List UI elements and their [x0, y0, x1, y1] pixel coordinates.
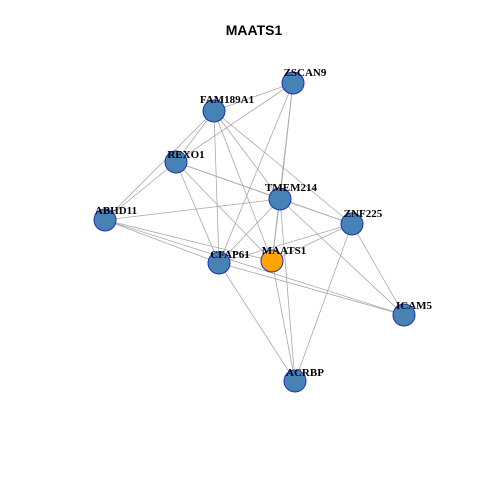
edge-znf225-acrbp — [294, 223, 353, 382]
node-label-rexo1: REXO1 — [167, 149, 204, 161]
node-label-zscan9: ZSCAN9 — [284, 67, 327, 79]
node-label-cfap61: CFAP61 — [210, 249, 250, 261]
edge-abhd11-tmem214 — [104, 198, 281, 221]
node-rexo1: REXO1 — [164, 149, 205, 174]
node-circle-tmem214 — [268, 187, 292, 211]
node-circle-zscan9 — [281, 71, 305, 95]
node-label-icam5: ICAM5 — [396, 300, 433, 312]
graph-title: MAATS1 — [226, 22, 283, 38]
edge-znf225-cfap61 — [218, 223, 353, 264]
edge-zscan9-rexo1 — [175, 82, 294, 163]
edge-rexo1-maats1 — [175, 161, 273, 262]
edge-fam189a1-abhd11 — [104, 110, 215, 221]
edge-fam189a1-cfap61 — [213, 110, 220, 264]
node-acrbp: ACRBP — [283, 367, 324, 393]
edge-abhd11-icam5 — [104, 219, 405, 316]
edge-zscan9-cfap61 — [218, 82, 294, 264]
node-cfap61: CFAP61 — [207, 249, 250, 275]
edge-abhd11-cfap61 — [104, 219, 220, 264]
node-circle-cfap61 — [207, 251, 231, 275]
edge-abhd11-maats1 — [104, 219, 273, 262]
edge-tmem214-cfap61 — [218, 198, 281, 264]
edge-tmem214-znf225 — [279, 198, 353, 225]
node-znf225: ZNF225 — [340, 208, 383, 236]
node-circle-icam5 — [392, 303, 416, 327]
node-label-fam189a1: FAM189A1 — [200, 94, 254, 106]
node-label-acrbp: ACRBP — [286, 367, 324, 379]
node-label-tmem214: TMEM214 — [265, 182, 317, 194]
node-zscan9: ZSCAN9 — [281, 67, 327, 95]
edge-cfap61-icam5 — [218, 262, 405, 316]
edge-fam189a1-tmem214 — [213, 110, 281, 200]
edge-tmem214-icam5 — [279, 198, 405, 316]
node-circle-znf225 — [340, 212, 364, 236]
node-circle-fam189a1 — [202, 99, 226, 123]
node-circle-acrbp — [283, 369, 307, 393]
edge-maats1-acrbp — [271, 260, 296, 382]
node-circle-rexo1 — [164, 150, 188, 174]
edge-zscan9-fam189a1 — [213, 82, 294, 112]
node-circle-abhd11 — [93, 208, 117, 232]
node-abhd11: ABHD11 — [93, 205, 137, 232]
edge-znf225-icam5 — [351, 223, 405, 316]
node-fam189a1: FAM189A1 — [200, 94, 254, 123]
node-label-abhd11: ABHD11 — [95, 205, 137, 217]
node-label-maats1: MAATS1 — [262, 245, 306, 257]
edge-fam189a1-znf225 — [213, 110, 353, 225]
node-tmem214: TMEM214 — [265, 182, 317, 211]
edge-tmem214-acrbp — [279, 198, 296, 382]
edge-cfap61-acrbp — [218, 262, 296, 382]
node-icam5: ICAM5 — [392, 300, 433, 327]
node-label-znf225: ZNF225 — [344, 208, 383, 220]
edge-znf225-maats1 — [271, 223, 353, 262]
node-circle-maats1 — [260, 249, 284, 273]
node-maats1: MAATS1 — [260, 245, 306, 273]
edge-rexo1-abhd11 — [104, 161, 177, 221]
